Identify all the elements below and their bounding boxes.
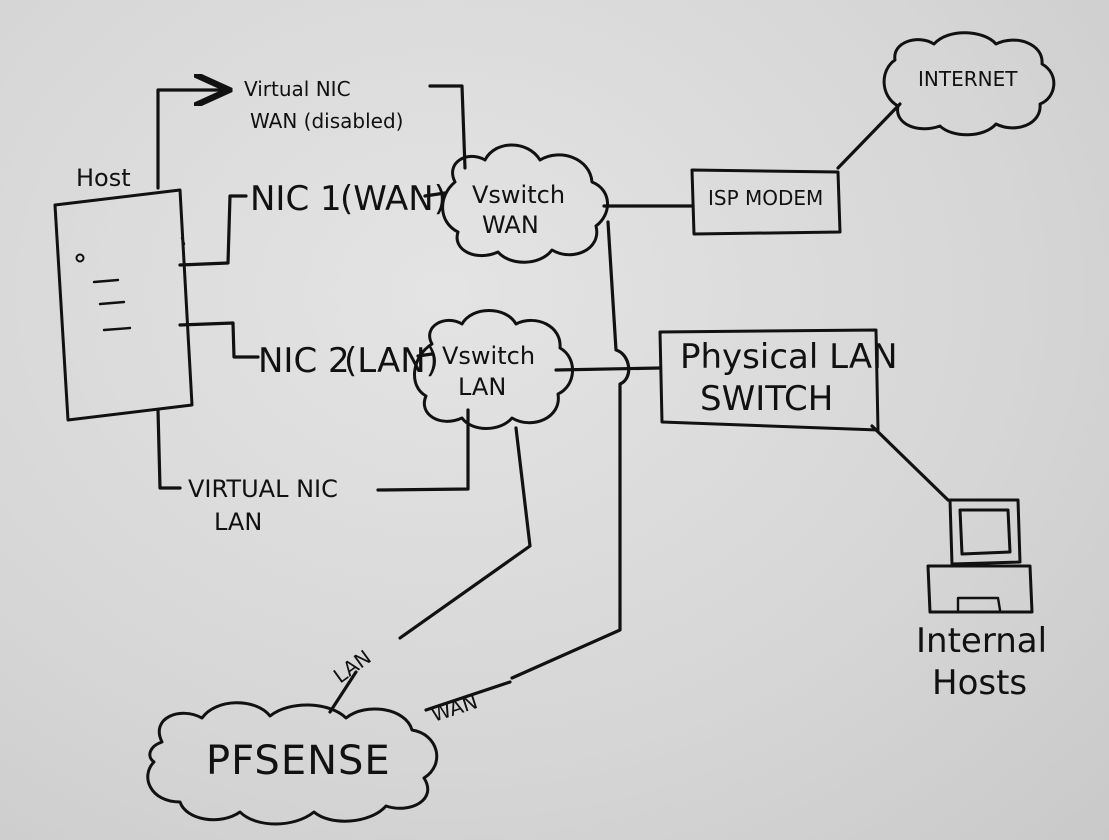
link-pfsense-lan: [328, 670, 358, 714]
link-switch-to-internal-hosts: [870, 424, 950, 502]
isp-modem-label: ISP MODEM: [708, 186, 823, 210]
nic1-label: NIC 1: [250, 179, 342, 219]
host-label: Host: [76, 164, 131, 192]
physical-lan-switch-label-2: SWITCH: [700, 379, 833, 419]
virtual-nic-wan-label-1: Virtual NIC: [244, 77, 351, 101]
pfsense-lan-link-label: LAN: [329, 645, 376, 688]
pfsense-wan-link-label: WAN: [428, 689, 480, 726]
internet-label: INTERNET: [918, 67, 1018, 91]
vswitch-wan-label-1: Vswitch: [472, 181, 565, 209]
link-pfsense-wan: [424, 680, 512, 712]
vswitch-wan: [441, 143, 609, 264]
vswitch-wan-label-2: WAN: [482, 211, 539, 239]
network-links: [328, 102, 950, 714]
virtual-nic-lan-label-1: VIRTUAL NIC: [188, 475, 338, 503]
internal-host-computer: [926, 498, 1034, 614]
pfsense-label: PFSENSE: [206, 738, 391, 784]
link-modem-to-internet: [836, 102, 902, 170]
virtual-nic-wan-label-2: WAN (disabled): [250, 109, 403, 133]
link-vswitch-lan-to-pfsense: [398, 426, 532, 640]
vswitch-lan: [413, 309, 574, 430]
physical-lan-switch-label-1: Physical LAN: [680, 337, 898, 377]
host-connectors: [156, 90, 260, 490]
host-server: [53, 188, 194, 422]
pfsense-cloud: [146, 701, 439, 826]
link-vswitch-lan-to-physical-switch: [554, 366, 662, 372]
vswitch-lan-label-2: LAN: [458, 373, 506, 401]
nic1-role-label: (WAN): [340, 179, 447, 219]
internet-cloud: [882, 31, 1056, 137]
internal-hosts-label-2: Hosts: [932, 663, 1027, 703]
nic-vswitch-connectors: [376, 84, 470, 492]
virtual-nic-lan-label-2: LAN: [214, 508, 262, 536]
link-vswitch-wan-to-pfsense: [510, 220, 631, 680]
nic2-label: NIC 2: [258, 341, 350, 381]
internal-hosts-label-1: Internal: [916, 621, 1047, 661]
vswitch-lan-label-1: Vswitch: [442, 342, 535, 370]
isp-modem: [690, 168, 842, 236]
nic2-role-label: (LAN): [344, 341, 439, 381]
